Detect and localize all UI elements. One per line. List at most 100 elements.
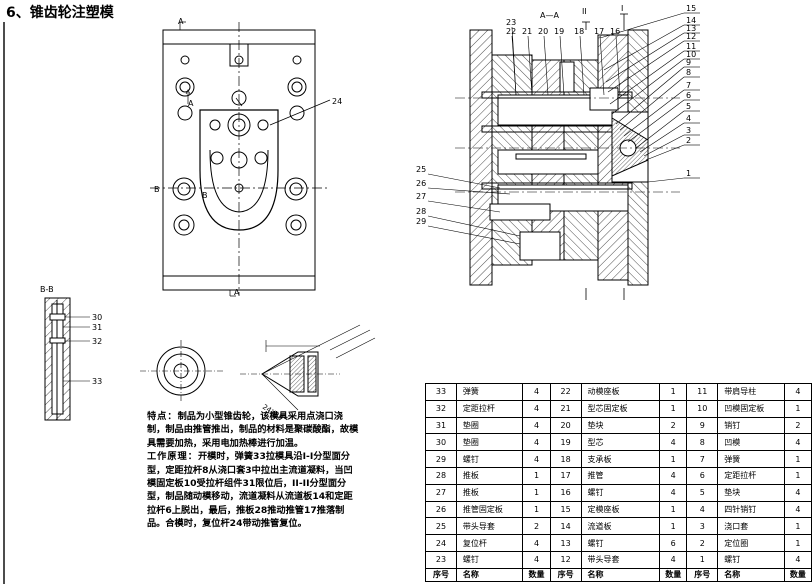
bom-cell: 1 <box>522 466 551 485</box>
balloon-27: 27 <box>416 192 426 201</box>
plan-view <box>150 21 331 297</box>
bom-cell: 1 <box>659 399 688 418</box>
bom-cell: 17 <box>549 466 582 485</box>
bom-cell: 1 <box>783 517 812 536</box>
balloon-10: 10 <box>686 50 696 59</box>
leader-right-15 <box>599 12 685 39</box>
notes-feature-label: 特点： <box>147 411 178 422</box>
balloon-11: 11 <box>686 42 696 51</box>
bom-cell: 4 <box>659 466 688 485</box>
balloon-19: 19 <box>554 27 564 36</box>
bom-cell: 4 <box>783 550 812 569</box>
bom-cell: 4 <box>522 383 551 401</box>
gear-section-view <box>240 324 376 411</box>
bom-header-cell: 名称 <box>717 567 785 582</box>
balloon-2: 2 <box>686 136 691 145</box>
balloon-33: 33 <box>92 377 102 386</box>
bom-cell: 四针销钉 <box>717 500 785 519</box>
bom-cell: 1 <box>659 500 688 519</box>
bom-cell: 4 <box>783 383 812 401</box>
bom-cell: 推管固定板 <box>455 500 524 519</box>
leader-right-8 <box>619 76 685 131</box>
balloon-21: 21 <box>522 27 532 36</box>
leader-right-4 <box>639 122 685 153</box>
bom-cell: 2 <box>783 416 812 435</box>
bom-cell: 1 <box>783 399 812 418</box>
bom-cell: 4 <box>659 483 688 502</box>
bom-cell: 24 <box>425 534 457 552</box>
bom-cell: 15 <box>549 500 582 519</box>
bom-cell: 凹模 <box>717 433 785 452</box>
bom-cell: 19 <box>549 433 582 452</box>
gear-end-view <box>140 340 225 402</box>
bom-cell: 29 <box>425 450 457 468</box>
bom-cell: 复位杆 <box>455 534 524 552</box>
bom-cell: 动模座板 <box>580 383 661 401</box>
bom-cell: 带头导套 <box>580 550 661 569</box>
bom-cell: 1 <box>686 550 719 569</box>
bom-cell: 4 <box>522 399 551 418</box>
bom-cell: 垫圈 <box>455 433 524 452</box>
bom-cell: 26 <box>425 500 457 519</box>
balloon-4: 4 <box>686 114 691 123</box>
bom-cell: 22 <box>549 383 582 401</box>
bom-cell: 27 <box>425 483 457 502</box>
leader-left-28 <box>427 215 521 237</box>
bom-cell: 14 <box>549 517 582 536</box>
bom-cell: 推板 <box>455 483 524 502</box>
bom-cell: 9 <box>686 416 719 435</box>
bom-cell: 31 <box>425 416 457 435</box>
bom-cell: 垫圈 <box>455 416 524 435</box>
bom-cell: 10 <box>686 399 719 418</box>
balloon-22: 22 <box>506 27 516 36</box>
bom-cell: 1 <box>522 500 551 519</box>
bom-header-cell: 数量 <box>783 567 812 582</box>
leader-right-6 <box>627 99 685 143</box>
bom-cell: 1 <box>522 483 551 502</box>
bom-cell: 2 <box>659 416 688 435</box>
bom-cell: 6 <box>659 534 688 552</box>
bom-cell: 4 <box>522 550 551 569</box>
bom-cell: 4 <box>659 433 688 452</box>
balloon-3: 3 <box>686 126 691 135</box>
leader-top-16 <box>615 35 621 96</box>
bom-cell: 28 <box>425 466 457 485</box>
bom-cell: 浇口套 <box>717 517 785 536</box>
bom-header-cell: 数量 <box>522 567 551 582</box>
bom-cell: 1 <box>783 466 812 485</box>
bom-header-cell: 序号 <box>686 567 719 582</box>
balloon-6: 6 <box>686 91 691 100</box>
bom-cell: 2 <box>686 534 719 552</box>
section-view-bb <box>44 297 71 421</box>
leader-right-3 <box>643 134 685 157</box>
balloon-29: 29 <box>416 217 426 226</box>
bom-cell: 1 <box>659 517 688 536</box>
bom-cell: 螺钉 <box>580 483 661 502</box>
bom-cell: 4 <box>783 433 812 452</box>
bom-cell: 4 <box>783 500 812 519</box>
bom-cell: 8 <box>686 433 719 452</box>
balloon-31: 31 <box>92 323 102 332</box>
bom-cell: 1 <box>659 450 688 468</box>
balloon-28: 28 <box>416 207 426 216</box>
bom-cell: 推管 <box>580 466 661 485</box>
bom-cell: 定模座板 <box>580 500 661 519</box>
bom-cell: 螺钉 <box>455 550 524 569</box>
bom-cell: 型芯 <box>580 433 661 452</box>
section-mark-a-top: A <box>178 17 184 26</box>
leader-right-7 <box>623 89 685 137</box>
bom-cell: 25 <box>425 517 457 536</box>
bom-cell: 垫块 <box>717 483 785 502</box>
leader-lines-right <box>62 12 700 382</box>
balloon-12: 12 <box>686 32 696 41</box>
bom-cell: 1 <box>659 383 688 401</box>
balloon-20: 20 <box>538 27 548 36</box>
